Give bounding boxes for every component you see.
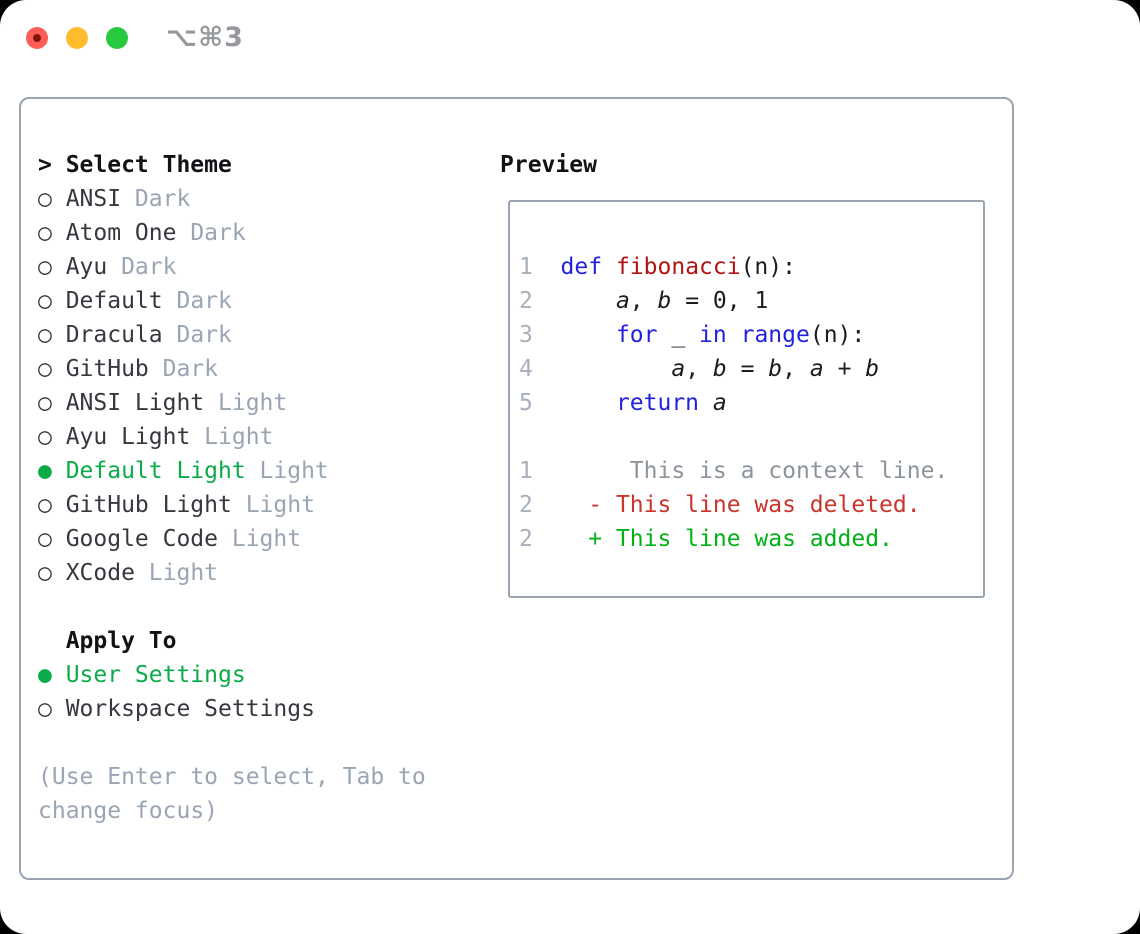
theme-name: Google Code (65, 526, 219, 552)
radio-icon: ○ (38, 186, 52, 212)
code-line: 5 return a (519, 390, 727, 416)
theme-option-ayu-dark[interactable]: ○ Ayu Dark (38, 250, 426, 284)
code-line: 3 for _ in range(n): (519, 322, 866, 348)
apply-to-header: Apply To (38, 624, 426, 658)
radio-icon: ○ (38, 390, 52, 416)
radio-icon: ● (38, 458, 52, 484)
theme-name: Atom One (65, 220, 177, 246)
theme-tag: Dark (162, 356, 219, 382)
spacer (38, 590, 426, 624)
radio-icon: ● (38, 662, 52, 688)
theme-tag: Light (245, 492, 315, 518)
window-title: ⌥⌘3 (166, 22, 244, 53)
theme-tag: Dark (190, 220, 246, 246)
code-line: 2 a, b = 0, 1 (519, 288, 769, 314)
diff-added-line: 2 + This line was added. (519, 526, 893, 552)
theme-name: Default (65, 288, 163, 314)
code-line (519, 420, 948, 454)
radio-icon: ○ (38, 254, 52, 280)
theme-tag: Light (259, 458, 329, 484)
radio-icon: ○ (38, 560, 52, 586)
code-line: 1 def fibonacci(n): (519, 254, 796, 280)
select-theme-header: > Select Theme (38, 148, 426, 182)
theme-tag: Light (204, 424, 274, 450)
theme-option-dracula-dark[interactable]: ○ Dracula Dark (38, 318, 426, 352)
spacer (38, 726, 426, 760)
titlebar: ⌥⌘3 (0, 0, 1140, 76)
apply-option-workspace-settings[interactable]: ○ Workspace Settings (38, 692, 426, 726)
radio-icon: ○ (38, 322, 52, 348)
apply-option-user-settings[interactable]: ● User Settings (38, 658, 426, 692)
maximize-button[interactable] (106, 27, 128, 49)
theme-name: Dracula (65, 322, 163, 348)
theme-tag: Light (148, 560, 219, 586)
theme-tag: Dark (134, 186, 191, 212)
theme-option-atom-one-dark[interactable]: ○ Atom One Dark (38, 216, 426, 250)
cursor-icon: > (38, 152, 52, 178)
minimize-button[interactable] (66, 27, 88, 49)
theme-tag: Light (231, 526, 302, 552)
theme-tag: Dark (121, 254, 177, 280)
theme-option-github-light[interactable]: ○ GitHub Light Light (38, 488, 426, 522)
theme-option-github-dark[interactable]: ○ GitHub Dark (38, 352, 426, 386)
radio-icon: ○ (38, 696, 52, 722)
apply-option-label: Workspace Settings (65, 696, 315, 722)
theme-option-ansi-dark[interactable]: ○ ANSI Dark (38, 182, 426, 216)
preview-code: 1 def fibonacci(n): 2 a, b = 0, 1 3 for … (519, 250, 948, 556)
theme-tag: Light (218, 390, 288, 416)
theme-option-ayu-light[interactable]: ○ Ayu Light Light (38, 420, 426, 454)
radio-icon: ○ (38, 356, 52, 382)
theme-name: ANSI Light (65, 390, 205, 416)
radio-icon: ○ (38, 424, 52, 450)
apply-to-header-label: Apply To (65, 628, 177, 654)
hint-line-1: (Use Enter to select, Tab to (38, 764, 426, 790)
radio-icon: ○ (38, 220, 52, 246)
preview-header: Preview (500, 152, 597, 178)
diff-context-line: 1 This is a context line. (519, 458, 949, 484)
theme-option-default-light[interactable]: ● Default Light Light (38, 454, 426, 488)
radio-icon: ○ (38, 288, 52, 314)
radio-icon: ○ (38, 526, 52, 552)
theme-name: XCode (65, 560, 135, 586)
diff-deleted-line: 2 - This line was deleted. (519, 492, 921, 518)
theme-tag: Dark (176, 288, 232, 314)
theme-option-xcode-light[interactable]: ○ XCode Light (38, 556, 426, 590)
theme-name: Ayu (65, 254, 108, 280)
theme-name: ANSI (65, 186, 122, 212)
code-line: 4 a, b = b, a + b (519, 356, 880, 382)
preview-pane (508, 200, 985, 598)
theme-name: Default Light (65, 458, 246, 484)
theme-option-default-dark[interactable]: ○ Default Dark (38, 284, 426, 318)
theme-option-google-code-light[interactable]: ○ Google Code Light (38, 522, 426, 556)
theme-name: Ayu Light (65, 424, 191, 450)
select-theme-header-label: Select Theme (65, 152, 232, 178)
theme-option-ansi-light[interactable]: ○ ANSI Light Light (38, 386, 426, 420)
radio-icon: ○ (38, 492, 52, 518)
apply-option-label: User Settings (65, 662, 246, 688)
theme-name: GitHub Light (65, 492, 232, 518)
close-dot-icon (33, 34, 41, 42)
hint-line-2: change focus) (38, 798, 219, 824)
close-button[interactable] (26, 27, 48, 49)
theme-name: GitHub (65, 356, 149, 382)
theme-tag: Dark (176, 322, 232, 348)
